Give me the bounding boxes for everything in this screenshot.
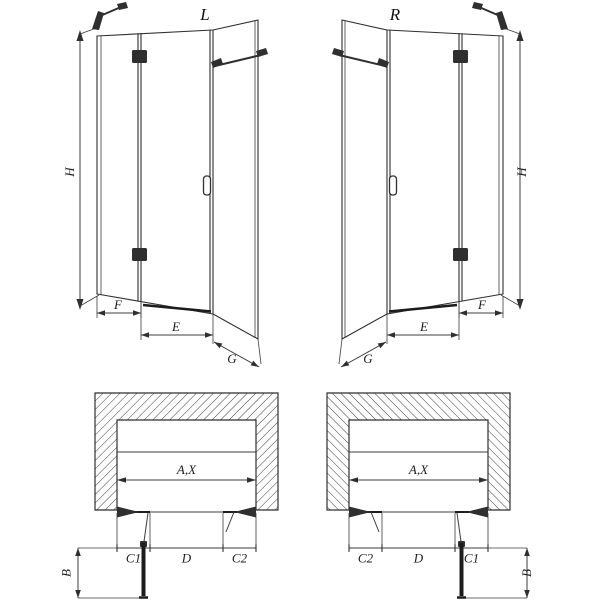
dim-label-b: B [519, 569, 534, 577]
variant-label-right: R [389, 5, 401, 24]
dim-label-c2: C2 [232, 551, 248, 566]
hinge-bottom-icon [132, 248, 147, 261]
wall-bracket-icon [92, 2, 128, 30]
plan-view-left: A,X C1 D C2 B [60, 392, 279, 599]
dim-label-b: B [60, 569, 74, 577]
dim-label-g: G [227, 351, 237, 366]
return-panel-g [212, 19, 259, 340]
hinge-top-icon [132, 50, 147, 63]
dim-label-e: E [171, 319, 180, 334]
door-handle-icon [202, 175, 212, 196]
projection-dimension [75, 547, 143, 599]
dim-label-g: G [363, 351, 373, 366]
variant-label-left: L [199, 5, 209, 24]
plan-view-right: A,X C2 D C1 B [325, 391, 534, 600]
dim-label-d: D [413, 551, 424, 566]
dim-label-e: E [419, 319, 428, 334]
dim-label-c1: C1 [126, 551, 141, 566]
door-panel-e [142, 29, 214, 315]
segment-dimension [116, 513, 257, 553]
perspective-view-left: L H F E G [62, 2, 268, 368]
g-dimension [213, 338, 262, 368]
plan-drawing [75, 392, 279, 599]
dim-label-h: H [62, 167, 77, 178]
open-door [139, 541, 148, 599]
dim-label-h: H [514, 167, 529, 178]
dim-label-ax: A,X [408, 462, 429, 477]
door-assembly [117, 506, 256, 546]
dim-label-ax: A,X [176, 462, 197, 477]
opening-dimension [117, 477, 256, 483]
dim-label-f: F [113, 297, 123, 312]
shower-enclosure-drawing [76, 2, 268, 368]
e-dimension [140, 301, 214, 344]
h-dimension [76, 26, 100, 310]
dim-label-d: D [181, 551, 192, 566]
dim-label-c1: C1 [464, 551, 479, 566]
dim-label-c2: C2 [358, 551, 374, 566]
perspective-view-right: R H F E G [330, 2, 529, 369]
support-bar-icon [211, 48, 268, 68]
dim-label-f: F [477, 297, 487, 312]
side-panel-f [96, 29, 214, 315]
